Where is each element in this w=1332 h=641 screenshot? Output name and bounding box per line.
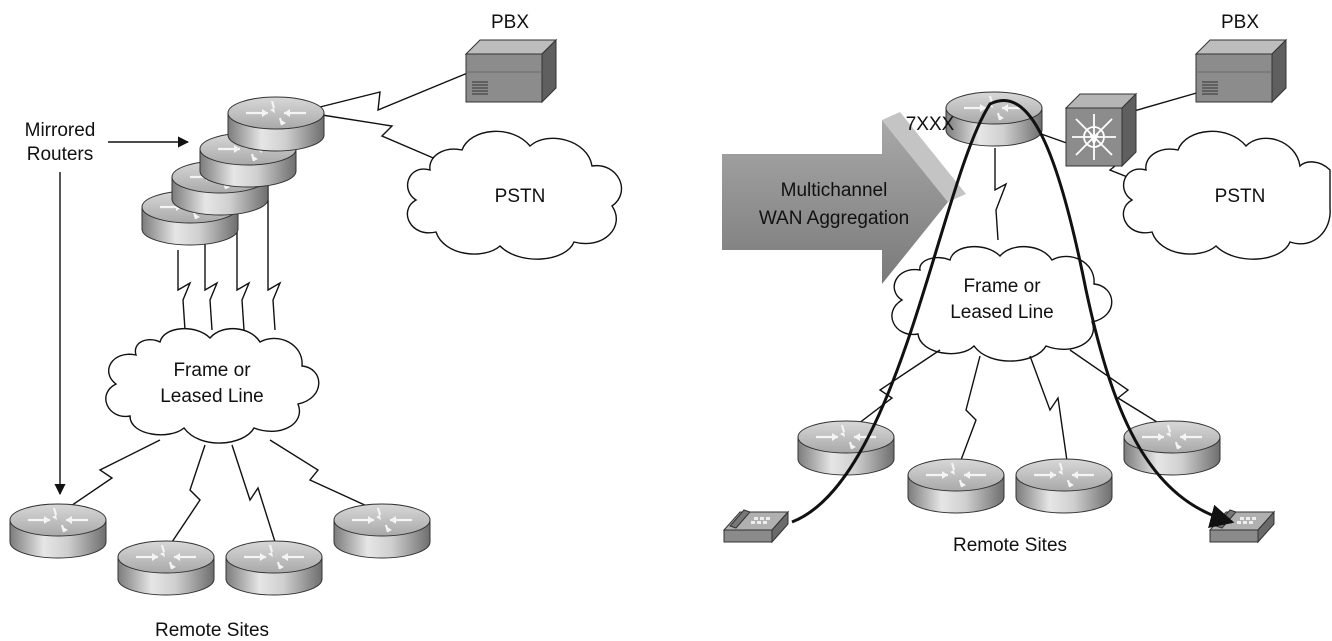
remote-router-3	[224, 539, 324, 597]
remote-sites-label-left: Remote Sites	[155, 620, 269, 641]
serial-links	[177, 165, 282, 331]
pbx-label-left: PBX	[491, 12, 529, 33]
pstn-label-left: PSTN	[495, 186, 546, 207]
remote-router-4	[332, 502, 432, 560]
router-7xxx	[944, 90, 1044, 148]
pbx-icon	[1195, 39, 1287, 103]
pbx-label-right: PBX	[1221, 12, 1259, 33]
cloud-label-left-line1: Frame or	[173, 360, 251, 381]
cloud-label-right-line1: Frame or	[963, 276, 1041, 297]
remote-sites-label-right: Remote Sites	[953, 535, 1067, 556]
arrow-label-line2: WAN Aggregation	[759, 208, 909, 229]
router-7xxx-label: 7XXX	[906, 114, 955, 135]
cloud-label-left-line2: Leased Line	[160, 386, 264, 407]
remote-router-r2	[906, 457, 1006, 515]
pstn-label-right: PSTN	[1215, 186, 1266, 207]
voice-switch-icon: V	[1064, 92, 1138, 168]
cloud-label-right-line2: Leased Line	[950, 302, 1054, 323]
telephone-icon	[723, 509, 789, 543]
svg-text:V: V	[1089, 130, 1099, 147]
right-diagram: 7XXX V PBX PSTN Frame or Leased Line	[723, 12, 1331, 556]
mirrored-label-line2: Routers	[27, 144, 94, 165]
voice-call-path	[791, 99, 1235, 528]
cloud-icon	[406, 130, 623, 260]
mirrored-label-line1: Mirrored	[25, 120, 96, 141]
cloud-icon	[1122, 130, 1331, 260]
left-diagram: PBX PSTN Mirrored Routers Frame or Lease…	[8, 12, 623, 641]
remote-router-r3	[1014, 457, 1114, 515]
pbx-icon	[465, 39, 557, 103]
wan-aggregation-arrow: Multichannel WAN Aggregation	[722, 112, 966, 284]
remote-router-1	[8, 502, 108, 560]
mirrored-router-1	[226, 95, 326, 153]
remote-router-r1	[796, 419, 896, 477]
telephone-icon	[1209, 509, 1275, 543]
cloud-icon	[105, 327, 320, 444]
remote-router-2	[116, 539, 216, 597]
arrow-label-line1: Multichannel	[781, 180, 888, 201]
